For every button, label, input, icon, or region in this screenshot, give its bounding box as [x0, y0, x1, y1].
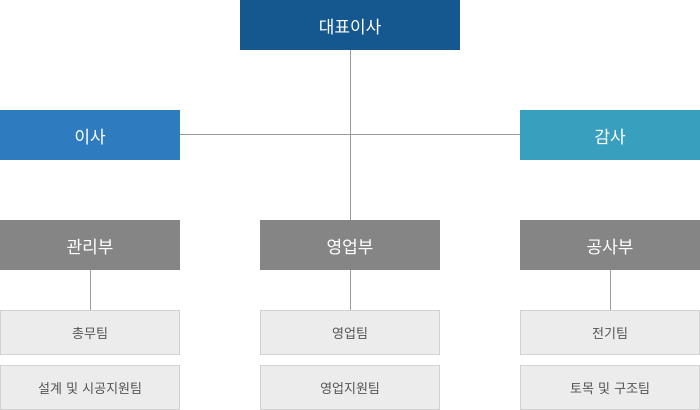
connector-ceo-vertical — [350, 50, 351, 220]
department-construction: 공사부 — [520, 220, 700, 270]
connector-director-auditor-horizontal — [180, 134, 520, 135]
director-box: 이사 — [0, 110, 180, 160]
team-design-construction-support: 설계 및 시공지원팀 — [0, 365, 180, 410]
connector-management-teams — [90, 270, 91, 310]
team-civil-structural: 토목 및 구조팀 — [520, 365, 700, 410]
team-sales: 영업팀 — [260, 310, 440, 355]
team-general-affairs: 총무팀 — [0, 310, 180, 355]
connector-construction-teams — [610, 270, 611, 310]
auditor-box: 감사 — [520, 110, 700, 160]
team-electrical: 전기팀 — [520, 310, 700, 355]
ceo-box: 대표이사 — [240, 0, 460, 50]
team-sales-support: 영업지원팀 — [260, 365, 440, 410]
connector-sales-teams — [350, 270, 351, 310]
department-sales: 영업부 — [260, 220, 440, 270]
department-management: 관리부 — [0, 220, 180, 270]
